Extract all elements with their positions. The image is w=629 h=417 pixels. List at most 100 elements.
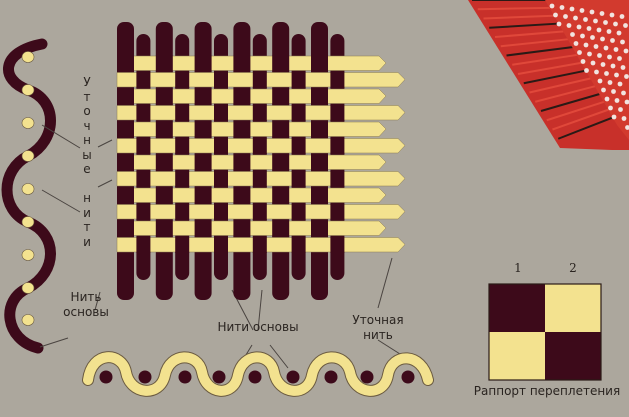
warp-over-cell (311, 88, 328, 105)
fabric-weave-dot (559, 5, 565, 10)
warp-over-cell (214, 237, 228, 253)
weft-thread-label-line1: Уточная (352, 313, 404, 327)
warp-over-cell (194, 154, 212, 171)
warp-cross-section-dot (360, 370, 374, 384)
weft-threads-label: У т о ч н ы е н и т и (81, 75, 93, 249)
leader-line (41, 189, 81, 213)
warp-over-cell (233, 154, 251, 171)
fabric-weave-dot (623, 48, 629, 54)
fabric-weave-dot (594, 69, 599, 75)
warp-over-cell (291, 237, 306, 253)
fabric-weave-dot (549, 3, 555, 9)
warp-over-cell (136, 204, 151, 220)
warp-over-cell (214, 171, 228, 187)
warp-cross-section-dot (212, 370, 226, 384)
fringe-thread (477, 6, 553, 11)
warp-over-cell (214, 105, 228, 121)
warp-over-cell (252, 171, 267, 187)
weft-cross-section-dot (21, 314, 35, 326)
fabric-weave-dot (583, 17, 588, 22)
fabric-weave-dot (623, 23, 628, 28)
fabric-weave-dot (624, 74, 629, 79)
fabric-weave-dot (625, 125, 629, 130)
warp-over-cell (330, 72, 345, 88)
leader-line (97, 179, 113, 188)
fabric-weave-dot (569, 6, 575, 12)
fabric-weave-dot (614, 72, 619, 78)
fabric-weave-dot (580, 59, 586, 64)
weft-cross-section-dot (21, 84, 35, 96)
label-letter: и (83, 234, 91, 249)
warp-over-cell (214, 204, 228, 220)
leader-line (377, 257, 393, 309)
weft-cross-section-dot (21, 150, 35, 162)
fabric-weave-dot (563, 14, 568, 19)
label-letter: е (83, 162, 91, 176)
warp-over-cell (117, 154, 134, 171)
fabric-weave-dot (620, 39, 625, 45)
rapport-caption: Раппорт переплетения (473, 384, 621, 398)
fringe-thread (517, 61, 584, 75)
warp-over-cell (330, 204, 345, 220)
fabric-weave-dot (583, 42, 589, 48)
fabric-weave-dot (556, 21, 562, 27)
warp-over-cell (214, 72, 228, 88)
warp-over-cell (155, 154, 173, 171)
rapport-column-1: 1 (514, 261, 522, 275)
warp-over-cell (252, 204, 267, 220)
warp-cross-section-dot (324, 370, 338, 384)
warp-over-cell (233, 88, 251, 105)
warp-over-cell (272, 154, 290, 171)
fabric-weave-dot (606, 29, 612, 34)
warp-over-cell (175, 105, 190, 121)
warp-over-cell (155, 121, 173, 138)
warp-cross-section-dot (248, 370, 262, 384)
warp-over-cell (194, 121, 212, 138)
label-letter: н (83, 133, 91, 147)
warp-over-cell (194, 220, 212, 237)
warp-over-cell (117, 187, 134, 204)
fabric-weave-dot (593, 18, 598, 24)
leader-line (257, 289, 263, 331)
fringe-thread (557, 116, 614, 140)
fringe-thread (489, 22, 562, 29)
fabric-weave-dot (590, 60, 596, 66)
fringe-thread (552, 108, 610, 131)
warp-cross-section-dot (401, 370, 415, 384)
warp-over-cell (291, 171, 306, 187)
warp-over-cell (291, 72, 306, 88)
fabric-weave-dot (619, 14, 625, 19)
label-letter: ч (83, 118, 91, 133)
warp-thread-label-line1: Нить (70, 290, 102, 304)
warp-over-cell (233, 121, 251, 138)
warp-over-cell (252, 72, 267, 88)
fabric-weave-dot (610, 38, 615, 43)
fabric-weave-dot (573, 15, 578, 21)
fabric-weave-dot (614, 98, 620, 103)
label-letter: У (83, 75, 91, 89)
warp-thread-label: Нить основы (58, 290, 114, 320)
warp-over-cell (175, 171, 190, 187)
weft-cross-section-dot (21, 117, 35, 129)
rapport-cell (545, 284, 601, 332)
warp-over-cell (330, 237, 345, 253)
warp-over-cell (291, 204, 306, 220)
warp-over-cell (155, 220, 173, 237)
warp-cross-section-dot (178, 370, 192, 384)
fabric-weave-dot (616, 30, 622, 36)
warp-over-cell (136, 105, 151, 121)
label-letter: т (83, 89, 91, 104)
fabric-weave-dot (589, 9, 595, 15)
rapport-cell (489, 332, 545, 380)
warp-over-cell (117, 220, 134, 237)
warp-over-cell (330, 171, 345, 187)
fringe-thread (500, 38, 570, 48)
weft-cross-section-dot (21, 51, 35, 63)
warp-over-cell (233, 187, 251, 204)
rapport-border (488, 283, 602, 381)
fabric-weave-dot (621, 116, 627, 121)
warp-over-cell (252, 138, 267, 154)
fabric-weave-dot (613, 47, 619, 52)
fabric-weave-dot (600, 36, 605, 42)
